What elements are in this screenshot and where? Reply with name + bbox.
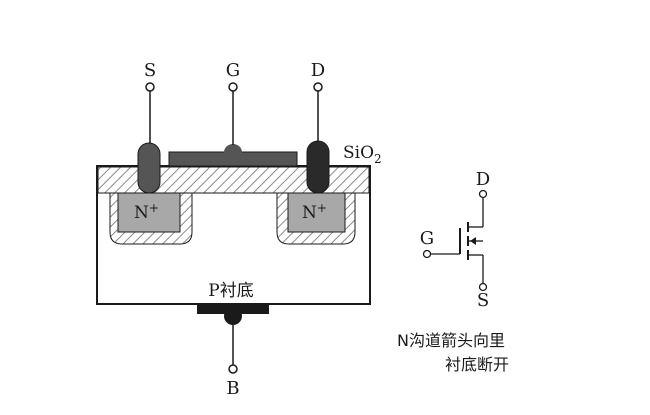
caption-line-2: 衬底断开 <box>445 355 510 374</box>
body-contact-bump <box>224 307 242 325</box>
caption-line-1: N沟道箭头向里 <box>397 331 505 350</box>
source-contact <box>137 142 161 194</box>
symbol-gate-label: G <box>420 228 434 249</box>
symbol-drain-label: D <box>476 169 490 190</box>
substrate-label: P衬底 <box>208 281 253 301</box>
body-terminal <box>228 364 238 374</box>
symbol-source-label: S <box>477 290 489 311</box>
oxide-label: SiO2 <box>343 143 382 166</box>
body-label: B <box>226 378 239 399</box>
gate-label: G <box>226 60 240 81</box>
nmos-symbol: D S G <box>420 169 490 311</box>
drain-contact <box>306 140 330 194</box>
n-plus-left-label: N+ <box>134 201 159 223</box>
gate-terminal <box>228 82 238 92</box>
n-plus-right-label: N+ <box>302 201 327 223</box>
symbol-drain-terminal <box>478 189 488 199</box>
symbol-gate-terminal <box>422 249 432 259</box>
drain-label: D <box>311 60 325 81</box>
symbol-source-terminal <box>478 282 488 292</box>
source-terminal <box>145 82 155 92</box>
source-label: S <box>144 60 156 81</box>
n-plus-drain-region <box>287 192 346 233</box>
gate-metal-bump <box>224 144 242 160</box>
n-plus-source-region <box>117 192 181 233</box>
channel-arrow <box>470 237 476 245</box>
drain-terminal <box>313 82 323 92</box>
